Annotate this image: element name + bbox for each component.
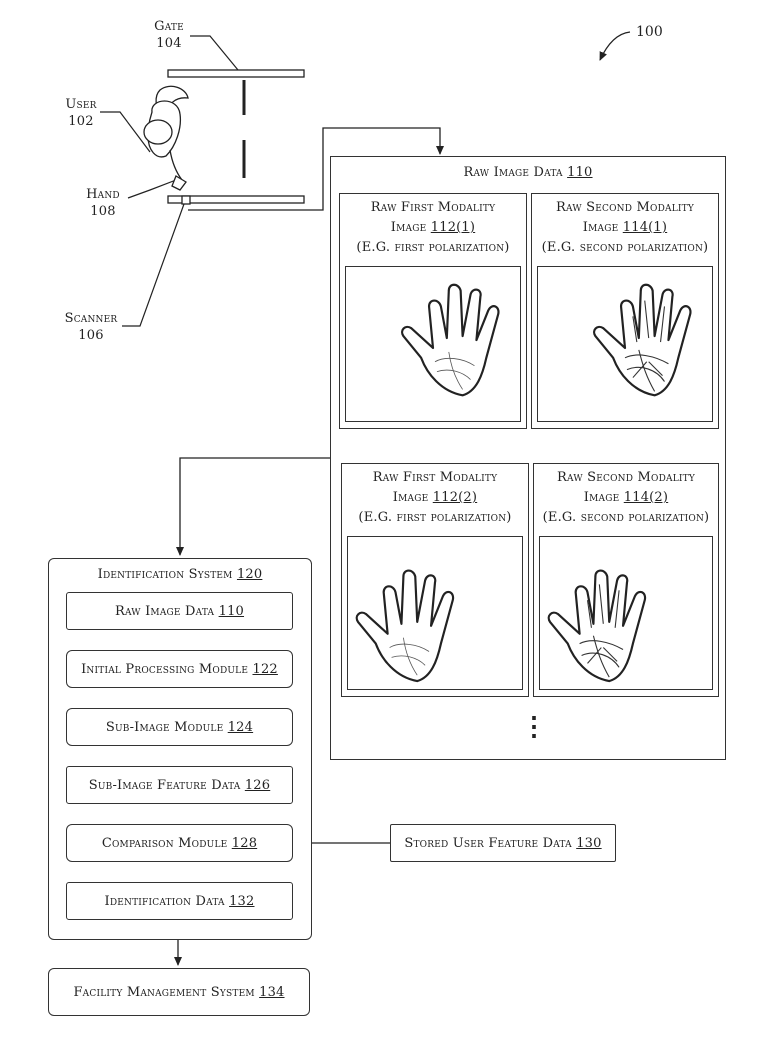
scanner-to-raw-arrow [188, 127, 444, 211]
identification-system-title: Identification System 120 [97, 567, 263, 582]
hand-icon [401, 283, 500, 397]
panel-caption: Raw Second Modality Image 114(2) (E.G. s… [542, 470, 710, 525]
hand-icon [547, 569, 647, 683]
figure-number-arrow [599, 31, 631, 61]
module-sub-image: Sub-Image Module 124 [66, 708, 293, 746]
facility-management-system-box: Facility Management System 134 [48, 968, 310, 1016]
hand-image-112-2 [347, 536, 523, 690]
figure-number: 100 [636, 24, 663, 40]
more-images-ellipsis: ⋮ [521, 712, 547, 742]
panel-caption: Raw First Modality Image 112(2) (E.G. fi… [358, 470, 512, 525]
hand-icon [355, 569, 455, 683]
panel-caption: Raw Second Modality Image 114(1) (E.G. s… [541, 200, 709, 255]
hand-image-114-1 [537, 266, 713, 422]
user-illustration [143, 85, 189, 191]
raw-first-modality-panel-2: Raw First Modality Image 112(2) (E.G. fi… [341, 463, 529, 697]
gate-illustration [167, 69, 305, 205]
raw-image-data-title: Raw Image Data 110 [463, 165, 593, 180]
scanner-device [181, 195, 191, 205]
hand-icon [593, 283, 692, 397]
raw-second-modality-panel-1: Raw Second Modality Image 114(1) (E.G. s… [531, 193, 719, 429]
module-comparison: Comparison Module 128 [66, 824, 293, 862]
raw-first-modality-panel-1: Raw First Modality Image 112(1) (E.G. fi… [339, 193, 527, 429]
module-raw-image-data: Raw Image Data 110 [66, 592, 293, 630]
hand-image-114-2 [539, 536, 713, 690]
scanner-leader [122, 203, 185, 327]
raw-image-data-container: Raw Image Data 110 Raw First Modality Im… [330, 156, 726, 760]
gate-leader [190, 35, 239, 71]
module-initial-processing: Initial Processing Module 122 [66, 650, 293, 688]
user-leader [100, 111, 151, 153]
raw-to-identification-arrow [176, 457, 330, 556]
raw-second-modality-panel-2: Raw Second Modality Image 114(2) (E.G. s… [533, 463, 719, 697]
module-identification-data: Identification Data 132 [66, 882, 293, 920]
hand-image-112-1 [345, 266, 521, 422]
stored-user-feature-data-box: Stored User Feature Data 130 [390, 824, 616, 862]
hand-leader [127, 179, 177, 199]
panel-caption: Raw First Modality Image 112(1) (E.G. fi… [356, 200, 510, 255]
module-sub-image-feature-data: Sub-Image Feature Data 126 [66, 766, 293, 804]
